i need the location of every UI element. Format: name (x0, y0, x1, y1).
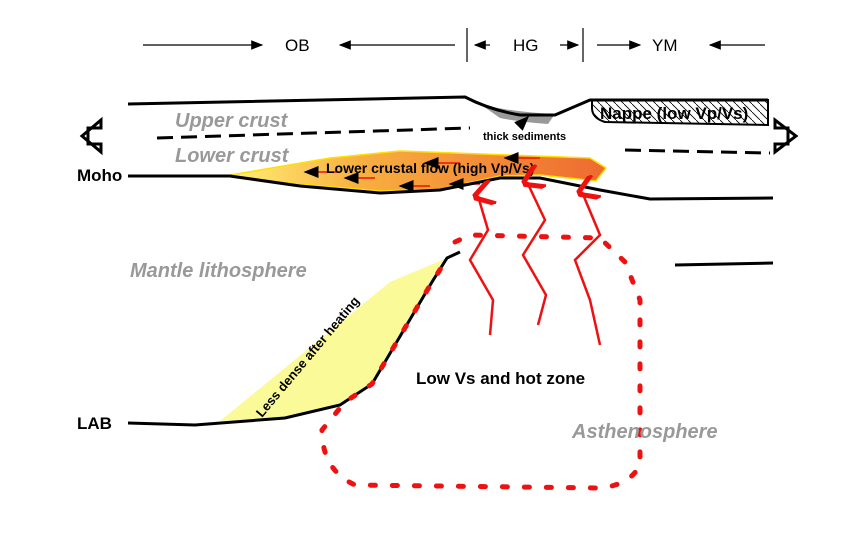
lower-crust-label: Lower crust (175, 145, 290, 167)
upper-lower-crust-boundary (156, 126, 471, 140)
heat-arrow-icon (575, 192, 602, 346)
extension-arrow-right-icon (773, 116, 799, 156)
nappe-label: Nappe (low Vp/Vs) (600, 104, 748, 123)
heat-arrows (468, 182, 602, 346)
asthenosphere-label: Asthenosphere (571, 421, 718, 443)
label-ym: YM (652, 36, 678, 55)
surface-line (127, 95, 768, 117)
sediment-pointer-icon (514, 115, 530, 131)
hot-zone-outline (319, 232, 643, 491)
upper-crust-label: Upper crust (175, 110, 289, 132)
lab-east-line (674, 261, 774, 267)
heat-arrow-icon (468, 196, 493, 336)
label-ob: OB (285, 36, 310, 55)
thick-sediments-label: thick sediments (483, 131, 566, 143)
region-header (143, 28, 765, 62)
mantle-lithosphere-label: Mantle lithosphere (130, 260, 307, 282)
moho-label: Moho (77, 166, 122, 185)
hot-zone-label: Low Vs and hot zone (416, 369, 585, 388)
upper-lower-crust-boundary-east (624, 148, 771, 155)
heat-arrow-icon (523, 182, 548, 326)
nappe-body (591, 99, 769, 127)
lab-label: LAB (77, 414, 112, 433)
lower-crustal-flow-label: Lower crustal flow (high Vp/Vs) (326, 160, 534, 176)
less-dense-wedge (220, 258, 447, 421)
label-hg: HG (513, 36, 539, 55)
extension-arrow-left-icon (79, 116, 103, 156)
